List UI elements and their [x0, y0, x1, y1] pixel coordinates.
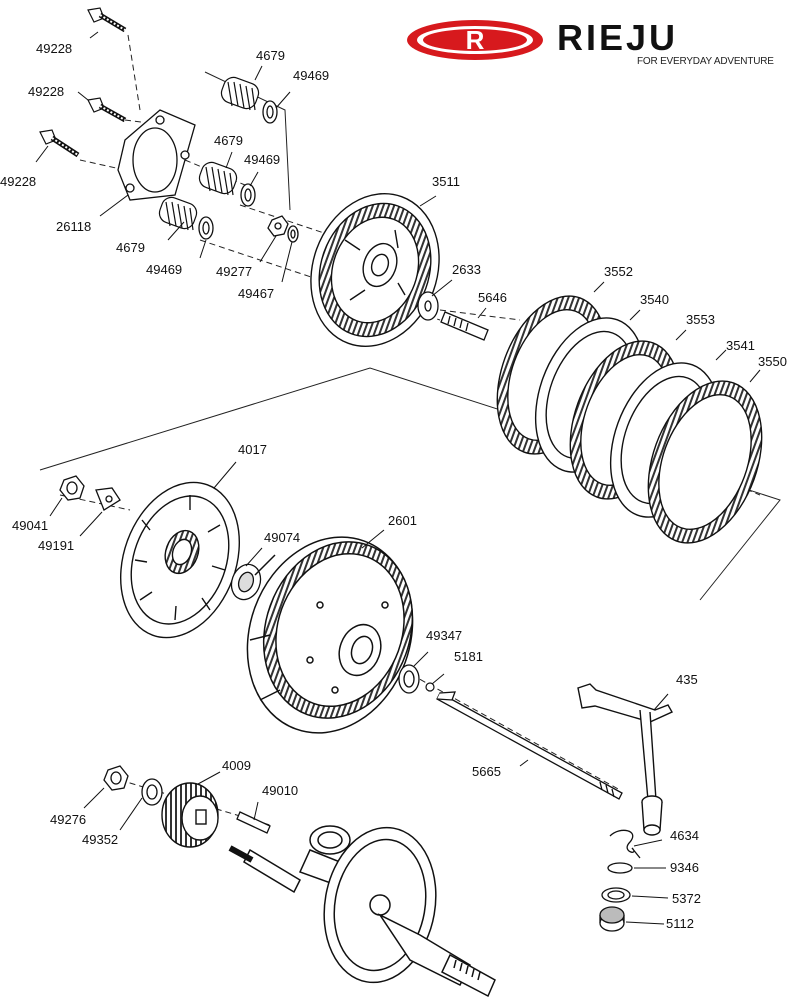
washer-49352: [141, 778, 163, 806]
brand-emblem-icon: R: [407, 20, 543, 60]
washer-49467: [287, 225, 299, 243]
label-49469-top: 49469: [293, 68, 329, 83]
label-4679-low: 4679: [116, 240, 145, 255]
label-49228-top: 49228: [36, 41, 72, 56]
label-5181: 5181: [454, 649, 483, 664]
leader-lines: [35, 31, 761, 925]
spring-4679-top: [220, 76, 260, 111]
spring-4634: [609, 829, 641, 859]
bolt-49228-top: [87, 7, 127, 33]
washer-49191: [95, 487, 121, 511]
nut-49277: [267, 215, 289, 237]
oil-seal-5372: [601, 887, 631, 903]
label-2633: 2633: [452, 262, 481, 277]
label-5646: 5646: [478, 290, 507, 305]
bearing-49074: [230, 563, 262, 601]
circlip-9346: [607, 862, 633, 874]
brand-tagline: FOR EVERYDAY ADVENTURE: [637, 56, 774, 67]
label-49347: 49347: [426, 628, 462, 643]
release-lever-435: [577, 683, 673, 836]
pressure-plate-26118: [117, 109, 196, 201]
label-4634: 4634: [670, 828, 699, 843]
spring-4679-mid: [198, 161, 238, 196]
label-4679-top: 4679: [256, 48, 285, 63]
label-4009: 4009: [222, 758, 251, 773]
label-4017: 4017: [238, 442, 267, 457]
label-5665: 5665: [472, 764, 501, 779]
label-3540: 3540: [640, 292, 669, 307]
label-9346: 9346: [670, 860, 699, 875]
pushrod-5665: [436, 691, 623, 800]
label-4679-mid: 4679: [214, 133, 243, 148]
label-3550: 3550: [758, 354, 787, 369]
label-5372: 5372: [672, 891, 701, 906]
label-3541: 3541: [726, 338, 755, 353]
nut-49041: [59, 475, 85, 501]
part-labels: 49228 49228 49228 26118 4679 49469 4679 …: [0, 41, 787, 931]
label-49074: 49074: [264, 530, 300, 545]
label-49277: 49277: [216, 264, 252, 279]
clutch-basket-2601: [246, 536, 414, 734]
bolt-49228-low: [39, 129, 80, 158]
label-49276: 49276: [50, 812, 86, 827]
label-5112: 5112: [666, 916, 694, 931]
label-3511: 3511: [432, 174, 460, 189]
label-3553: 3553: [686, 312, 715, 327]
clutch-hub-3511: [310, 192, 440, 348]
label-49228-mid: 49228: [28, 84, 64, 99]
friction-plate-3550: [647, 380, 763, 544]
primary-gear-4009: [161, 782, 219, 848]
brand-emblem-letter: R: [466, 25, 485, 55]
label-2601: 2601: [388, 513, 417, 528]
label-49041: 49041: [12, 518, 48, 533]
label-435: 435: [676, 672, 698, 687]
label-49469-mid: 49469: [244, 152, 280, 167]
brand-name: RIEJU: [557, 17, 679, 58]
spring-4679-low: [158, 196, 198, 231]
washer-2633: [417, 291, 439, 321]
label-49352: 49352: [82, 832, 118, 847]
label-3552: 3552: [604, 264, 633, 279]
label-49228-low: 49228: [0, 174, 36, 189]
label-49010: 49010: [262, 783, 298, 798]
brand-logo: R RIEJU FOR EVERYDAY ADVENTURE: [405, 14, 800, 74]
clutch-drum-4017: [119, 481, 241, 639]
bearing-5112: [599, 906, 625, 932]
label-49469-low: 49469: [146, 262, 182, 277]
washer-49347: [398, 664, 420, 694]
washer-49469-mid: [240, 183, 256, 207]
label-49467: 49467: [238, 286, 274, 301]
label-49191: 49191: [38, 538, 74, 553]
pushrod-5646: [440, 311, 489, 341]
label-26118: 26118: [56, 219, 91, 234]
washer-49469-low: [198, 216, 214, 240]
key-49010: [236, 811, 271, 834]
nut-49276: [103, 765, 129, 791]
bolt-49228-mid: [87, 97, 127, 123]
crankshaft: [228, 825, 496, 998]
washer-49469-top: [262, 100, 278, 124]
ball-5181: [425, 682, 435, 692]
